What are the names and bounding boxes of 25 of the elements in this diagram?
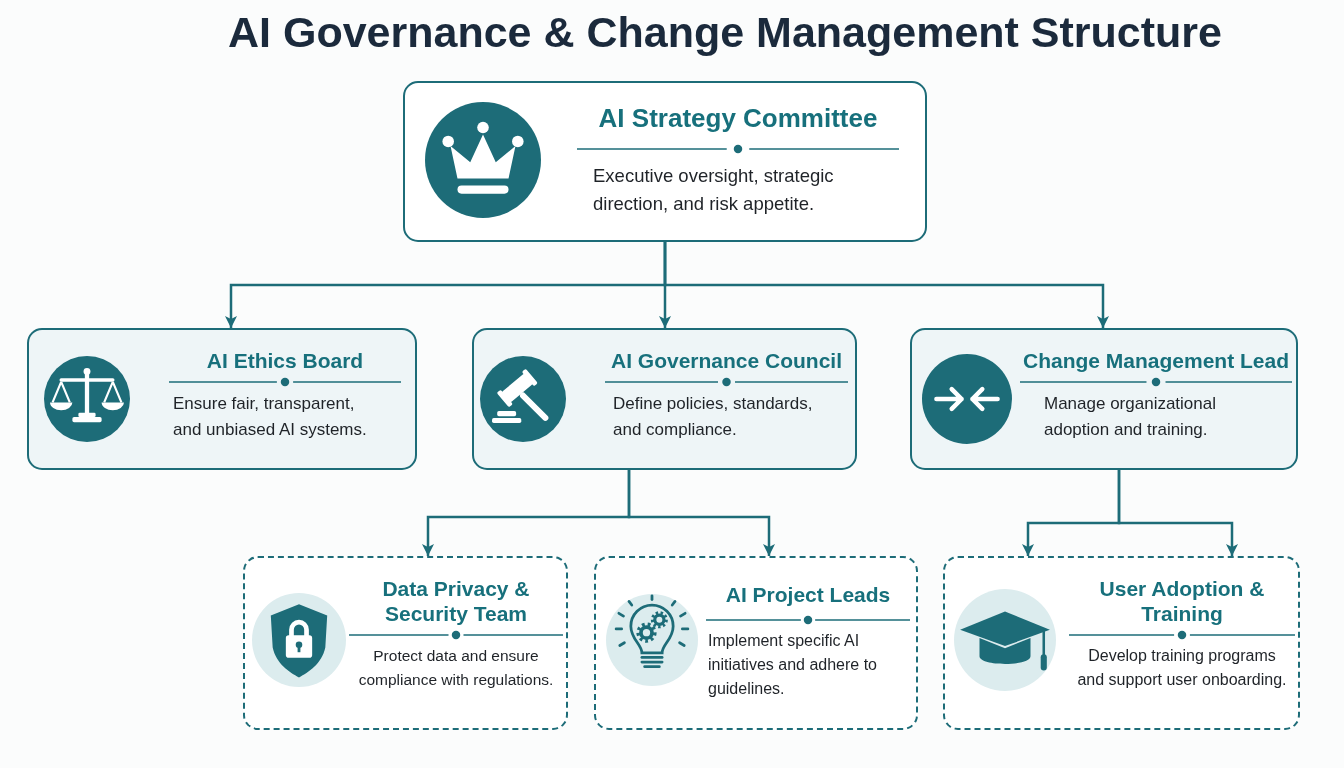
role-title: Data Privacy & Security Team	[381, 576, 531, 627]
connector-arrow	[627, 470, 775, 556]
role-description: Implement specific AI initiatives and adhere to guidelines.	[707, 631, 878, 700]
role-title: AI Governance Council	[609, 348, 844, 374]
role-title: AI Strategy Committee	[597, 103, 879, 135]
role-card	[243, 556, 568, 730]
role-description: Define policies, standards, and compliance.	[612, 393, 814, 441]
connector-arrow	[663, 242, 1109, 328]
connector-arrow	[1117, 470, 1238, 556]
role-card	[27, 328, 417, 470]
role-card	[910, 328, 1298, 470]
diagram-title: AI Governance & Change Management Structure	[227, 8, 1223, 57]
role-description: Ensure fair, transparent, and unbiased AI systems.	[172, 393, 368, 441]
role-title: AI Ethics Board	[205, 348, 365, 374]
role-description: Protect data and ensure compliance with regulations.	[357, 646, 555, 690]
role-card	[472, 328, 857, 470]
role-description: Manage organizational adoption and training.	[1043, 393, 1217, 441]
role-title: User Adoption & Training	[1098, 576, 1266, 627]
role-description: Develop training programs and support user onboarding.	[1076, 646, 1288, 691]
role-description: Executive oversight, strategic direction, and risk appetite.	[592, 164, 835, 216]
role-card	[594, 556, 918, 730]
role-card	[943, 556, 1300, 730]
role-title: AI Project Leads	[724, 582, 892, 608]
role-title: Change Management Lead	[1021, 348, 1291, 374]
role-card	[403, 81, 927, 242]
